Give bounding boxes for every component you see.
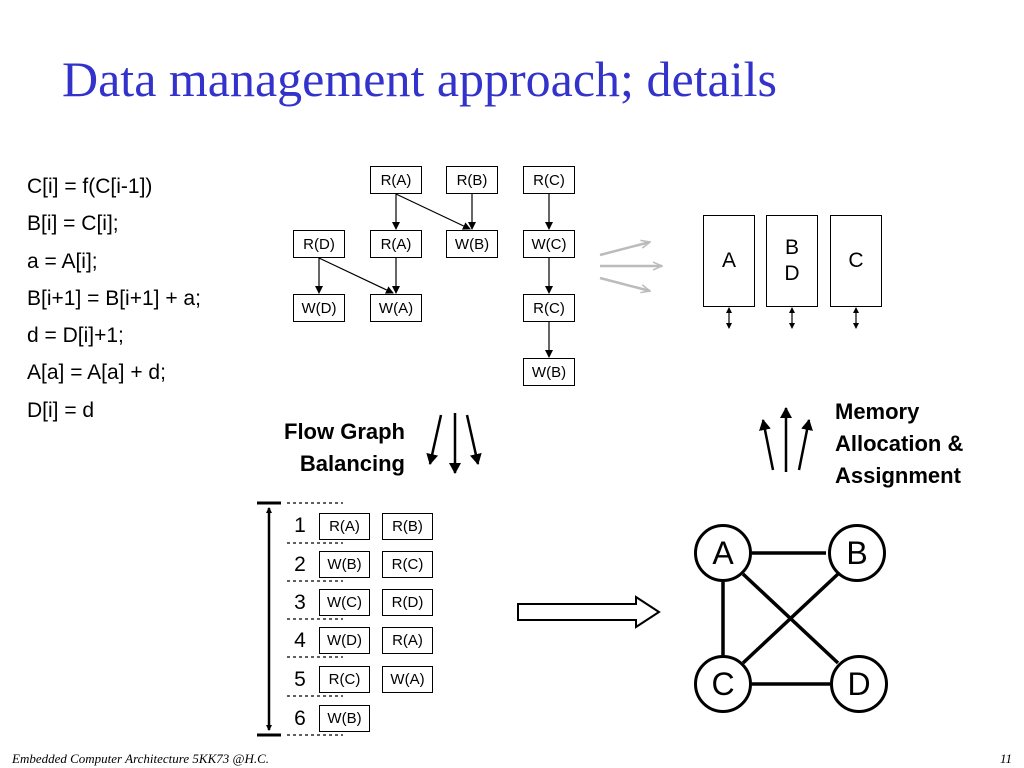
memory-block: C — [830, 215, 882, 307]
flow-node: W(A) — [370, 294, 422, 322]
result-arrow — [517, 595, 661, 629]
code-line: B[i+1] = B[i+1] + a; — [27, 286, 201, 310]
code-line: B[i] = C[i]; — [27, 212, 119, 236]
conflict-node: C — [694, 655, 752, 713]
schedule-slot: R(C) — [382, 551, 433, 578]
schedule-slot: W(C) — [319, 589, 370, 616]
code-line: A[a] = A[a] + d; — [27, 361, 166, 385]
schedule-slot: R(B) — [382, 513, 433, 540]
gray-arrow — [599, 276, 650, 291]
cycle-number: 2 — [294, 553, 306, 576]
flow-node: R(C) — [523, 166, 575, 194]
cycle-number: 1 — [294, 514, 306, 537]
memory-block: B D — [766, 215, 818, 307]
schedule-slot: R(C) — [319, 666, 370, 693]
flow-node: W(B) — [446, 230, 498, 258]
schedule-slot: W(B) — [319, 705, 370, 732]
cycle-number: 3 — [294, 591, 306, 614]
gray-arrow — [599, 242, 650, 257]
footer-text: Embedded Computer Architecture 5KK73 @H.… — [12, 751, 270, 766]
schedule-slot: W(B) — [319, 551, 370, 578]
memory-label: D — [784, 262, 800, 285]
memory-block: A — [703, 215, 755, 307]
schedule-slot: W(A) — [382, 666, 433, 693]
memory-label: B — [784, 236, 799, 259]
flow-node: R(C) — [523, 294, 575, 322]
conflict-node: D — [830, 655, 888, 713]
schedule-slot: R(A) — [319, 513, 370, 540]
flow-node: W(B) — [523, 358, 575, 386]
conflict-node: B — [828, 524, 886, 582]
memory-label: C — [848, 249, 864, 272]
cycle-number: 4 — [294, 629, 306, 652]
code-line: D[i] = d — [27, 398, 95, 422]
allocation-arrow — [797, 419, 813, 471]
balancing-arrow — [426, 414, 443, 465]
flow-node: R(D) — [293, 230, 345, 258]
flow-node: R(B) — [446, 166, 498, 194]
memory-label: A — [721, 249, 736, 272]
schedule-slot: R(A) — [382, 627, 433, 654]
balancing-arrow — [465, 414, 482, 465]
flow-edge — [395, 193, 471, 230]
code-line: d = D[i]+1; — [27, 324, 124, 348]
code-block: C[i] = f(C[i-1]) B[i] = C[i]; a = A[i]; … — [27, 168, 201, 429]
schedule-slot: W(D) — [319, 627, 370, 654]
flow-node: W(D) — [293, 294, 345, 322]
cycle-number: 6 — [294, 707, 306, 730]
code-line: a = A[i]; — [27, 249, 98, 273]
flow-edge — [318, 257, 394, 294]
memory-allocation-label: Memory Allocation & Assignment — [835, 399, 964, 488]
flow-node: W(C) — [523, 230, 575, 258]
flow-node: R(A) — [370, 166, 422, 194]
cycle-number: 5 — [294, 668, 306, 691]
conflict-node: A — [694, 524, 752, 582]
conflict-edge — [741, 572, 840, 665]
slide-title: Data management approach; details — [62, 51, 777, 107]
page-number: 11 — [999, 751, 1012, 766]
code-line: C[i] = f(C[i-1]) — [27, 175, 153, 198]
allocation-arrow — [759, 419, 775, 471]
flow-node: R(A) — [370, 230, 422, 258]
flow-graph-balancing-label: Flow Graph Balancing — [284, 419, 405, 476]
schedule-slot: R(D) — [382, 589, 433, 616]
